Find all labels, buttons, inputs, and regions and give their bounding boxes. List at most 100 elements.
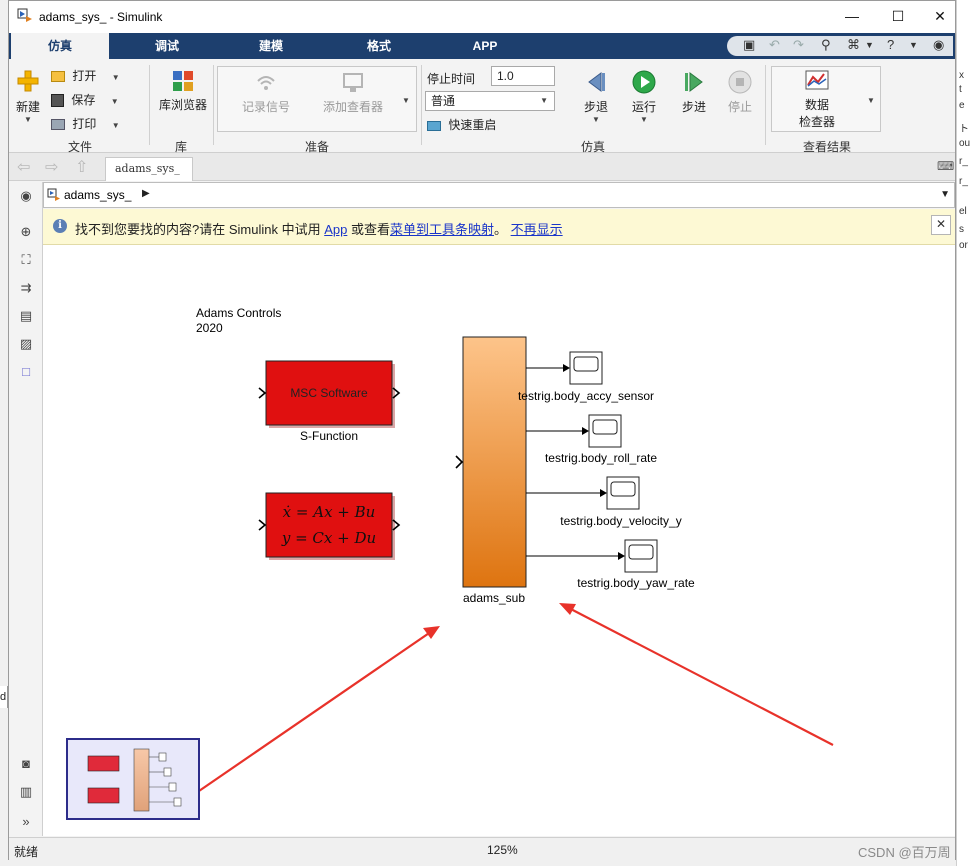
annotation-icon[interactable]: ▤	[19, 308, 33, 323]
step-back-button[interactable]: 步退 ▼	[579, 69, 613, 124]
open-label: 打开	[72, 69, 97, 83]
fast-restart-toggle[interactable]: 快速重启	[427, 114, 496, 136]
maximize-button[interactable]: ☐	[891, 8, 905, 24]
stop-button[interactable]: 停止	[723, 69, 757, 115]
data-inspector-button[interactable]: 数据 检查器	[785, 69, 849, 130]
folder-icon	[51, 71, 65, 83]
print-button[interactable]: 打印 ▼	[51, 113, 120, 135]
signal-routing-icon[interactable]: ⇉	[20, 280, 32, 295]
camera-icon[interactable]: ◙	[22, 756, 30, 771]
output-scope-block[interactable]	[606, 476, 640, 510]
model-canvas[interactable]: Adams Controls 2020 MSC Software S-Funct…	[43, 245, 955, 836]
annotation-adams-controls[interactable]: Adams Controls	[196, 306, 281, 320]
step-back-icon	[588, 72, 605, 92]
diagram-svg[interactable]: Adams Controls 2020 MSC Software S-Funct…	[43, 245, 955, 836]
sfunction-label[interactable]: S-Function	[300, 429, 358, 443]
ribbon-separator	[421, 65, 422, 145]
output-label[interactable]: testrig.body_accy_sensor	[518, 389, 654, 403]
forward-arrow-icon[interactable]: ⇨	[45, 159, 59, 176]
close-button[interactable]: ✕	[934, 8, 946, 24]
notice-text-middle: 或查看	[347, 222, 390, 237]
annotation-year[interactable]: 2020	[196, 321, 223, 335]
save-icon[interactable]: ▣	[743, 37, 756, 52]
area-icon[interactable]: □	[22, 364, 30, 379]
undo-icon[interactable]: ↶	[769, 37, 780, 52]
chevron-down-icon[interactable]: ▼	[865, 40, 874, 50]
tab-format[interactable]: 格式	[366, 39, 391, 53]
add-viewer-button[interactable]: 添加查看器	[315, 71, 391, 115]
tab-simulation[interactable]: 仿真	[11, 33, 109, 59]
state-space-block[interactable]: ẋ = Ax + Bu y = Cx + Du	[258, 492, 401, 560]
status-text: 就绪	[14, 845, 39, 859]
run-button[interactable]: 运行 ▼	[627, 69, 661, 124]
image-icon[interactable]: ▨	[19, 336, 33, 351]
zoom-icon[interactable]: ⊕	[20, 224, 32, 239]
model-overview-thumbnail[interactable]	[66, 738, 200, 820]
library-browser-label: 库浏览器	[158, 98, 207, 112]
keyboard-icon[interactable]: ⌨	[937, 159, 955, 173]
search-icon[interactable]: ⚲	[821, 37, 831, 52]
prepare-gallery-expand-icon[interactable]: ▼	[402, 96, 410, 105]
play-icon	[632, 70, 656, 94]
output-scope-block[interactable]	[624, 539, 658, 573]
group-label-file: 文件	[67, 140, 92, 154]
breadcrumb-chevron-icon[interactable]: ▶	[142, 188, 150, 199]
property-inspector-icon[interactable]: ▥	[19, 784, 33, 799]
tab-app[interactable]: APP	[472, 39, 498, 53]
step-forward-label: 步进	[681, 100, 706, 114]
save-button[interactable]: 保存 ▼	[51, 89, 119, 111]
dont-show-again-link[interactable]: 不再显示	[510, 222, 563, 237]
tab-modeling[interactable]: 建模	[258, 39, 283, 53]
results-gallery-expand-icon[interactable]: ▼	[867, 96, 875, 105]
output-scope-block[interactable]	[569, 351, 603, 385]
redo-icon[interactable]: ↷	[793, 37, 804, 52]
library-grid-icon	[173, 71, 193, 91]
output-line[interactable]	[526, 489, 607, 497]
tab-debug[interactable]: 调试	[154, 39, 179, 53]
help-icon[interactable]: ?	[887, 37, 895, 52]
breadcrumb-model[interactable]: adams_sys_	[64, 188, 132, 202]
menu-mapping-link[interactable]: 菜单到工具条映射	[389, 222, 494, 237]
save-label: 保存	[71, 93, 96, 107]
simulation-mode-select[interactable]: 普通 ▼	[425, 91, 555, 111]
ribbon-separator	[149, 65, 150, 145]
output-label[interactable]: testrig.body_velocity_y	[560, 514, 681, 528]
chevron-down-icon: ▼	[110, 97, 119, 106]
breadcrumb-dropdown-icon[interactable]: ▼	[940, 189, 950, 200]
fast-restart-icon	[427, 120, 441, 131]
notice-text: 找不到您要找的内容?请在 Simulink 中试用 App 或查看菜单到工具条映…	[75, 219, 563, 238]
model-document-tab[interactable]: adams_sys_	[105, 157, 193, 181]
output-label[interactable]: testrig.body_roll_rate	[545, 451, 657, 465]
subsystem-label[interactable]: adams_sub	[463, 591, 525, 605]
simulink-app-icon	[17, 8, 32, 22]
chevron-down-icon[interactable]: ▼	[909, 40, 918, 50]
notice-banner: i 找不到您要找的内容?请在 Simulink 中试用 App 或查看菜单到工具…	[43, 209, 955, 245]
zoom-level[interactable]: 125%	[487, 843, 518, 857]
output-line[interactable]	[526, 364, 570, 372]
shortcut-icon[interactable]: ⌘	[847, 37, 860, 52]
minimize-button[interactable]: —	[845, 8, 859, 24]
options-icon[interactable]: ◉	[933, 37, 945, 52]
open-button[interactable]: 打开 ▼	[51, 65, 120, 87]
save-disk-icon	[51, 94, 64, 108]
hide-browser-icon[interactable]: ◉	[20, 188, 32, 203]
back-arrow-icon[interactable]: ⇦	[17, 159, 31, 176]
step-forward-button[interactable]: 步进	[677, 69, 711, 115]
output-scope-block[interactable]	[588, 414, 622, 448]
log-signals-button[interactable]: 记录信号	[233, 71, 299, 115]
expand-palette-icon[interactable]: »	[22, 814, 30, 829]
up-arrow-icon[interactable]: ⇧	[75, 159, 89, 176]
output-line[interactable]	[526, 552, 625, 560]
ribbon-panel: 新建 ▼ 打开 ▼ 保存 ▼ 打印 ▼ 文件 库浏览器 库	[9, 59, 955, 154]
new-button[interactable]: 新建 ▼	[13, 69, 43, 124]
notice-close-button[interactable]: ✕	[931, 215, 951, 235]
app-link[interactable]: App	[324, 222, 348, 237]
adams-sub-subsystem[interactable]	[455, 336, 527, 588]
fit-to-view-icon[interactable]: ⛶	[21, 252, 31, 267]
output-line[interactable]	[526, 427, 589, 435]
output-label[interactable]: testrig.body_yaw_rate	[577, 576, 695, 590]
sfunction-block[interactable]: MSC Software	[258, 360, 401, 428]
stop-time-input[interactable]: 1.0	[491, 66, 555, 86]
stop-icon	[728, 70, 752, 94]
library-browser-button[interactable]: 库浏览器	[155, 69, 211, 113]
